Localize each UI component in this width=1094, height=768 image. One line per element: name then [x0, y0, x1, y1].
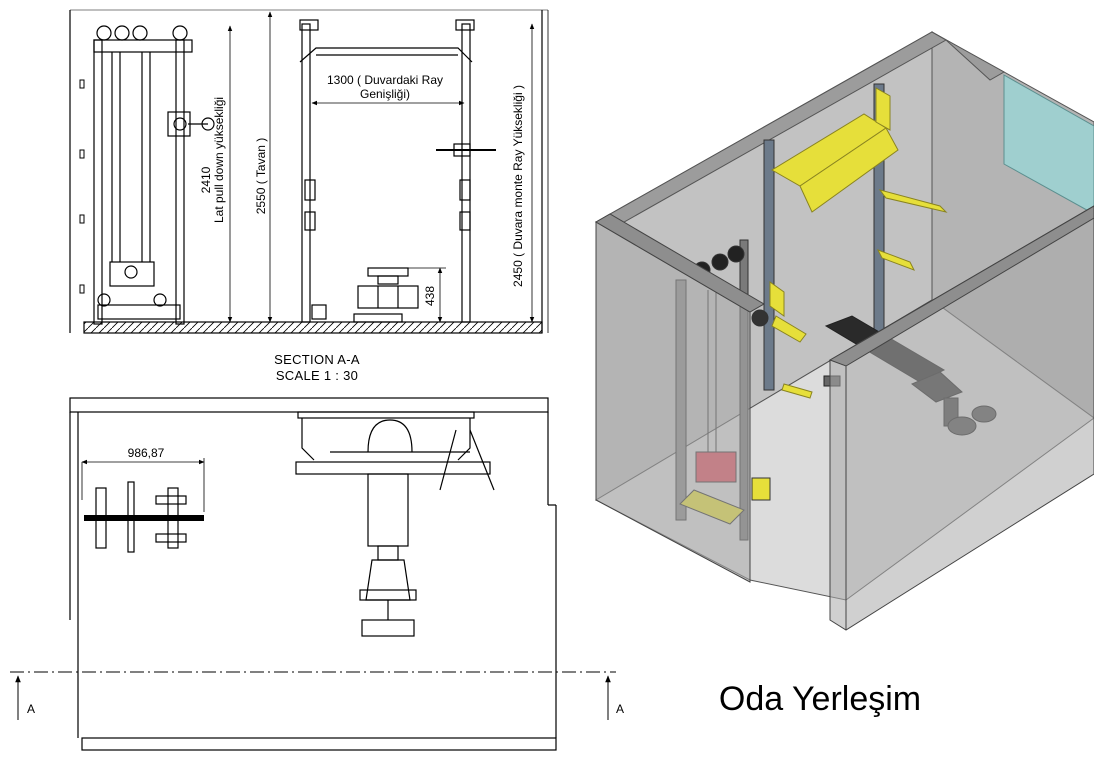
- room-layout-title: Oda Yerleşim: [719, 680, 921, 718]
- room-isometric-view: [594, 31, 1094, 631]
- wall-rack: [299, 19, 496, 323]
- floor-hatch: [83, 321, 543, 334]
- bench-side: [353, 267, 419, 323]
- dim-bench: 438: [423, 286, 437, 306]
- plan-top-wall: [69, 397, 549, 413]
- section-view: [69, 9, 549, 334]
- dim-rail-width: 1300 ( Duvardaki Ray: [327, 73, 443, 87]
- dim-lat-pulldown: 2410: [199, 166, 213, 193]
- plan-bottom-wall: [81, 737, 557, 751]
- rack-plan: [295, 411, 495, 491]
- yellow-rack-parts: [769, 87, 948, 399]
- plan-view: [10, 397, 616, 751]
- bench-plan: [359, 473, 417, 637]
- lat-pulldown-machine: [93, 25, 215, 325]
- dim-ceiling: 2550 ( Tavan ): [254, 138, 268, 215]
- section-scale: SCALE 1 : 30: [276, 368, 358, 383]
- section-title: SECTION A-A: [274, 352, 360, 367]
- dim-lat-pulldown-label: Lat pull down yüksekliği: [212, 97, 226, 223]
- dim-plan-width: 986,87: [128, 446, 165, 460]
- lat-pulldown-plan: [84, 481, 204, 553]
- dim-rail-width-2: Genişliği): [360, 87, 410, 101]
- dim-wall-rail: 2450 ( Duvara monte Ray Yüksekliği ): [511, 85, 525, 287]
- section-marker-right: A: [616, 702, 624, 716]
- section-marker-left: A: [27, 702, 35, 716]
